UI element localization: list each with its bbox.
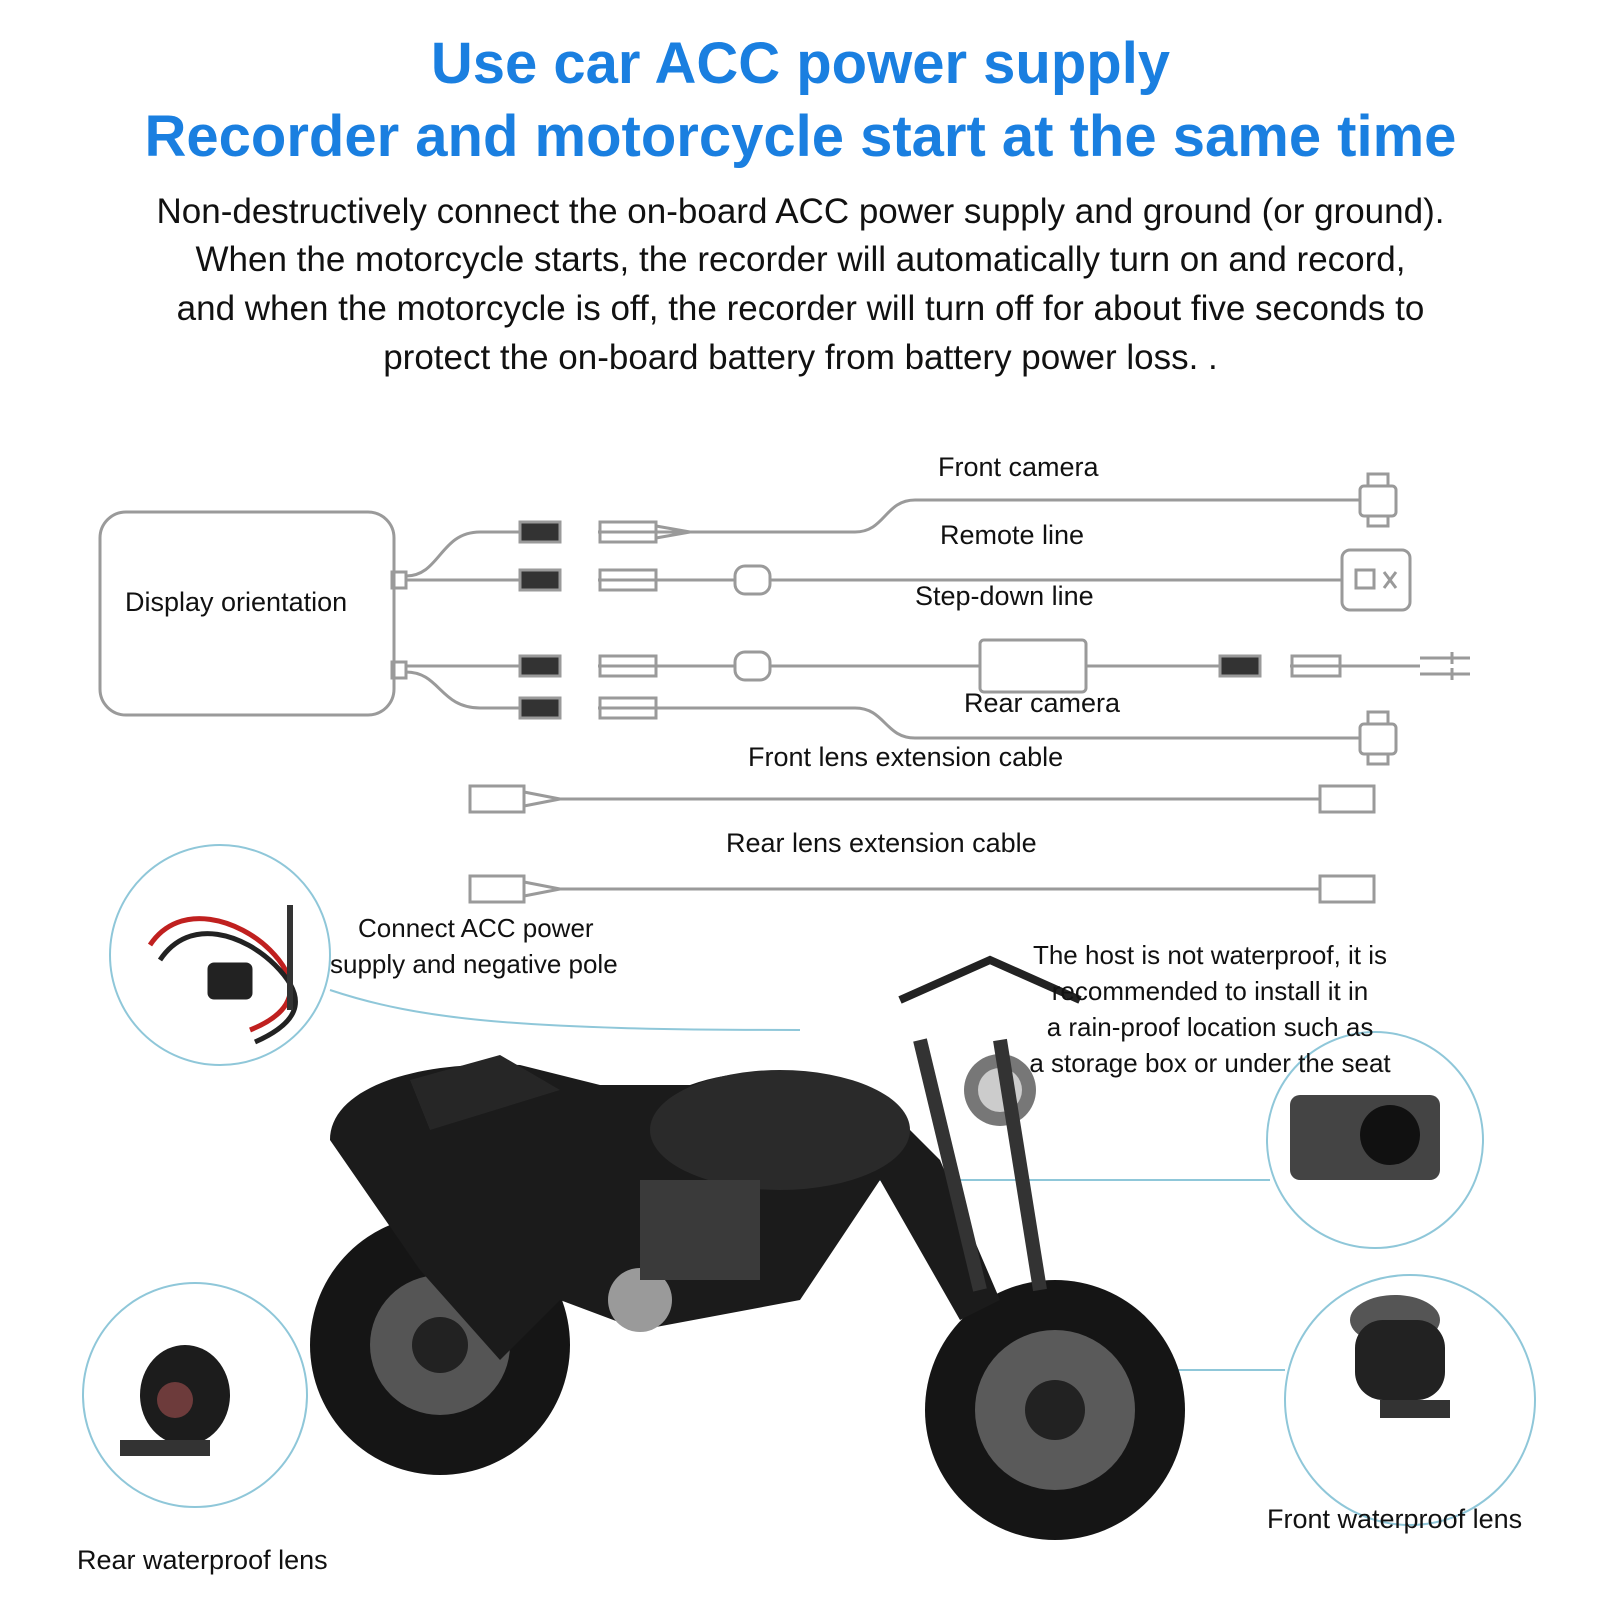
- display-unit: [98, 510, 396, 717]
- description-line-3: and when the motorcycle is off, the reco…: [176, 289, 1425, 328]
- description-line-1: Non-destructively connect the on-board A…: [156, 192, 1445, 231]
- front-lens-label: Front waterproof lens: [1267, 1504, 1523, 1534]
- acc-callout-circle: [109, 844, 331, 1066]
- rear-lens-image: [120, 1345, 230, 1456]
- host-note: The host is not waterproof, it is recomm…: [1000, 937, 1420, 1081]
- rear-extension-cable: [468, 874, 1376, 904]
- acc-callout-line-1: Connect ACC power: [358, 913, 594, 943]
- step-down-line-label: Step-down line: [915, 581, 1094, 611]
- host-note-line-1: The host is not waterproof, it is: [1032, 940, 1388, 970]
- title-line-1: Use car ACC power supply: [430, 31, 1171, 96]
- acc-callout-text: Connect ACC power supply and negative po…: [330, 910, 650, 982]
- step-down-module: [978, 638, 1088, 694]
- front-extension-label: Front lens extension cable: [748, 742, 1064, 772]
- front-camera-head: [1358, 484, 1398, 518]
- description-line-2: When the motorcycle starts, the recorder…: [195, 240, 1406, 279]
- rear-camera-connector: [518, 696, 658, 720]
- motorcycle-image: [310, 955, 1185, 1540]
- remote-control: [1340, 548, 1412, 612]
- host-device-image: [1290, 1095, 1440, 1180]
- title-line-2: Recorder and motorcycle start at the sam…: [144, 104, 1457, 169]
- step-down-connectors: [518, 650, 1342, 682]
- host-note-line-4: a storage box or under the seat: [1029, 1048, 1391, 1078]
- front-camera-cable: [405, 498, 1360, 578]
- rear-lens-callout-circle: [82, 1282, 308, 1508]
- front-camera-label: Front camera: [938, 452, 1099, 482]
- display-orientation-label: Display orientation: [125, 587, 348, 617]
- front-lens-callout-circle: [1284, 1274, 1536, 1526]
- rear-camera-label: Rear camera: [964, 688, 1121, 718]
- acc-callout-line-2: supply and negative pole: [330, 949, 618, 979]
- front-lens-image: [1350, 1295, 1450, 1418]
- rear-camera-head: [1358, 722, 1398, 756]
- rear-camera-cable: [405, 670, 1360, 740]
- host-note-line-2: recommended to install it in: [1051, 976, 1369, 1006]
- rear-extension-label: Rear lens extension cable: [726, 828, 1037, 858]
- remote-line-label: Remote line: [940, 520, 1085, 550]
- front-camera-connector: [518, 520, 691, 544]
- remote-connector: [518, 564, 772, 596]
- rear-lens-label: Rear waterproof lens: [77, 1545, 328, 1575]
- front-extension-cable: [468, 784, 1376, 814]
- fork-terminals: [1420, 652, 1470, 680]
- host-note-line-3: a rain-proof location such as: [1046, 1012, 1374, 1042]
- host-callout-circle: [1266, 1031, 1484, 1249]
- acc-harness-image: [147, 905, 298, 1045]
- description-line-4: protect the on-board battery from batter…: [383, 338, 1218, 377]
